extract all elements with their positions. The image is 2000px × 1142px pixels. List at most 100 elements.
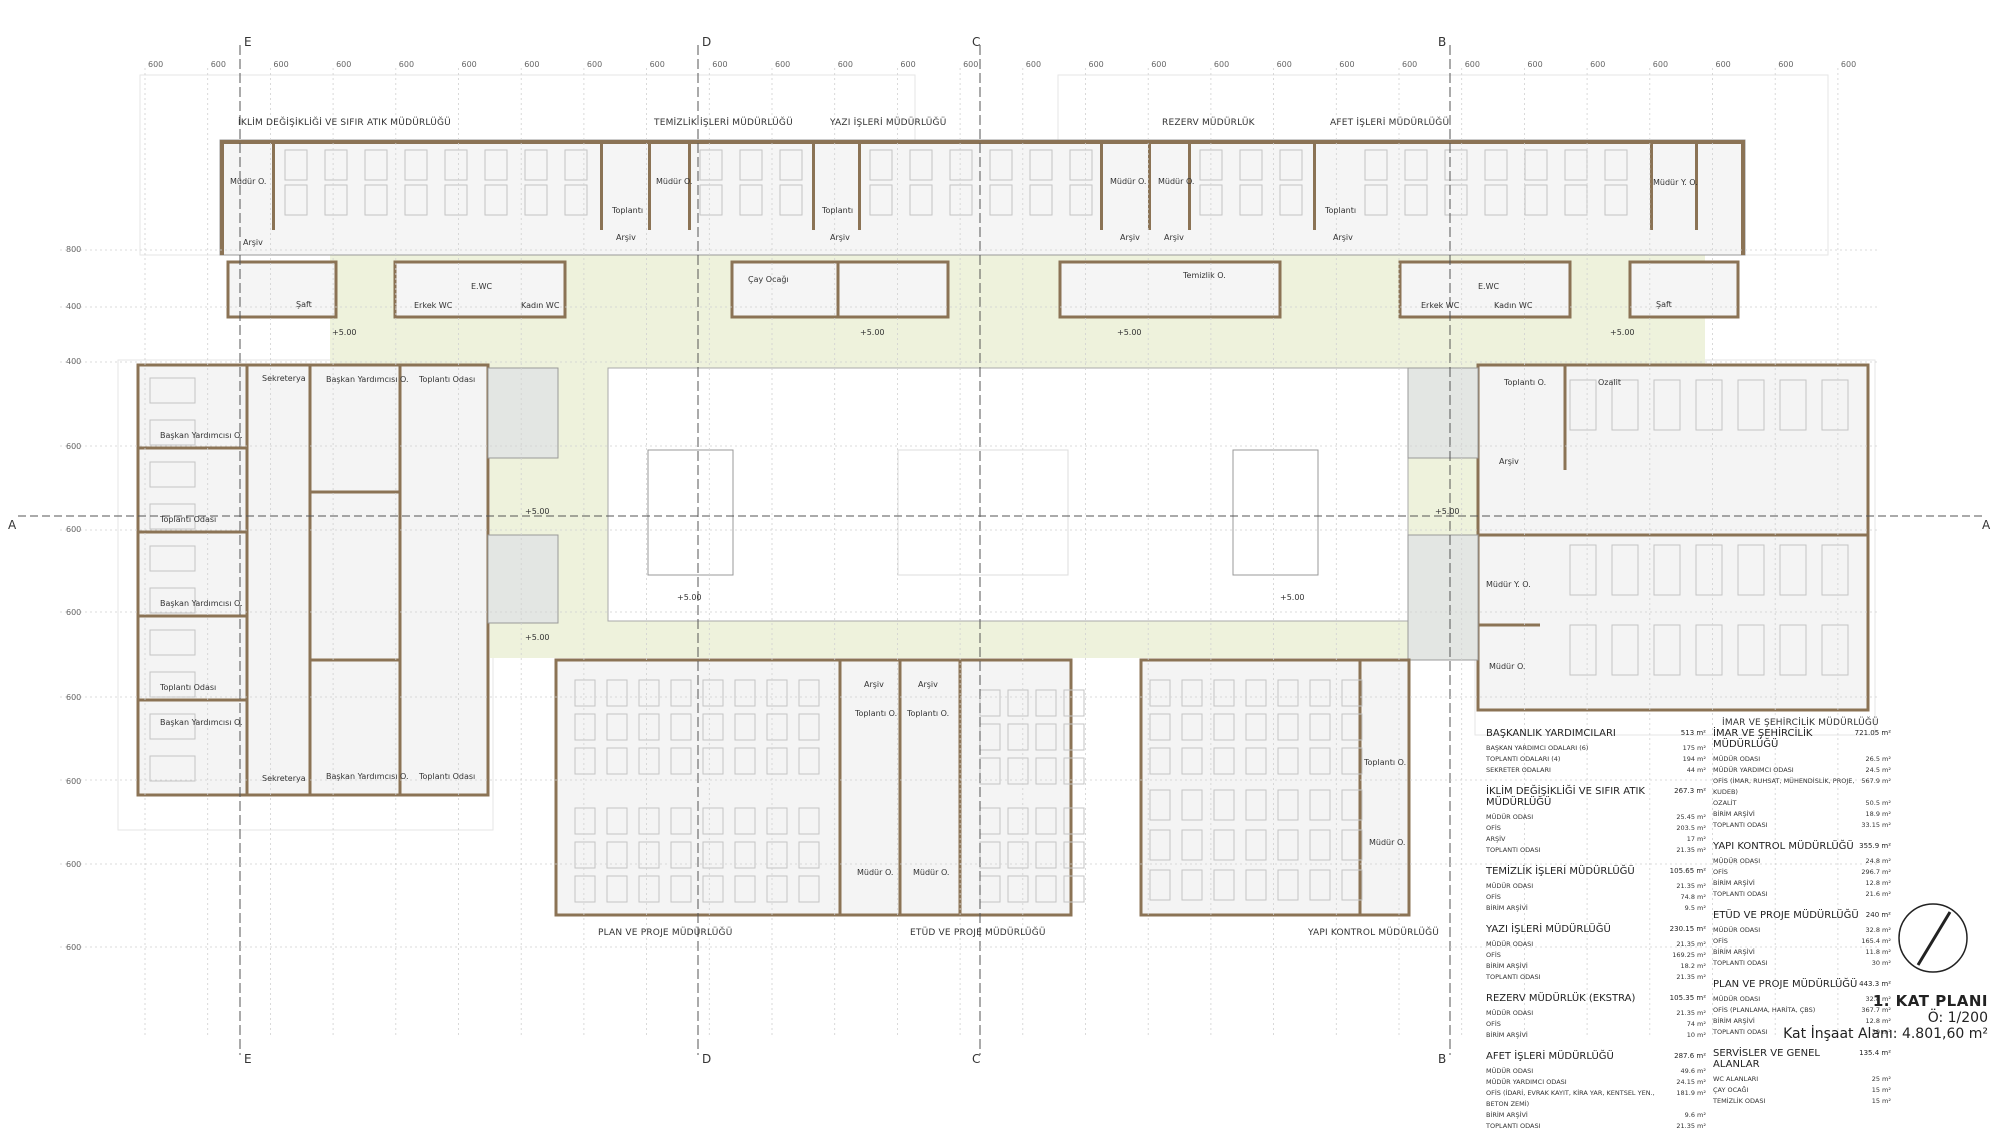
desk xyxy=(1364,149,1388,181)
east-wing xyxy=(1407,363,1870,712)
desk xyxy=(1069,149,1093,181)
room-label: Toplantı Odası xyxy=(419,375,476,384)
desk xyxy=(766,807,788,835)
desk xyxy=(1611,379,1639,431)
desk xyxy=(1737,624,1765,676)
desk xyxy=(699,184,723,216)
desk xyxy=(1484,149,1508,181)
legend-row-label: MÜDÜR ODASI xyxy=(1486,1009,1534,1017)
axis-label-e-top: E xyxy=(244,35,252,49)
desk xyxy=(524,149,548,181)
legend-group-total: 721.05 m² xyxy=(1854,729,1891,737)
room-label: Müdür O. xyxy=(1110,177,1147,186)
desk xyxy=(869,184,893,216)
top-dim: 600 xyxy=(1840,60,1857,69)
desk xyxy=(766,713,788,741)
desk xyxy=(1035,807,1057,835)
desk xyxy=(1245,829,1267,861)
legend-row-label: SEKRETER ODALARI xyxy=(1486,766,1551,774)
desk xyxy=(1063,689,1085,717)
axis-label-d-top: D xyxy=(702,35,712,49)
title-block: 1. KAT PLANI Ö: 1/200 Kat İnşaat Alanı: … xyxy=(1783,992,1988,1042)
drawing-scale: Ö: 1/200 xyxy=(1927,1010,1988,1026)
desk xyxy=(1035,757,1057,785)
desk xyxy=(606,747,628,775)
desk xyxy=(1341,789,1363,821)
legend-group: İKLİM DEĞİŞİKLİĞİ VE SIFIR ATIK MÜDÜRLÜĞ… xyxy=(1486,786,1706,856)
desk xyxy=(364,184,388,216)
desk xyxy=(1277,789,1299,821)
legend-row-label: MÜDÜR ODASI xyxy=(1713,755,1761,763)
desk xyxy=(949,149,973,181)
room-label: Arşiv xyxy=(1164,233,1184,242)
legend-row-value: 12.8 m² xyxy=(1865,879,1891,887)
desk xyxy=(1484,184,1508,216)
legend-row: OFİS (PLANLAMA, HARİTA, ÇBS)367.7 m² xyxy=(1713,1005,1891,1016)
desk xyxy=(869,149,893,181)
desk xyxy=(1341,679,1363,707)
desk xyxy=(1007,757,1029,785)
top-dim: 600 xyxy=(210,60,226,69)
desk xyxy=(149,545,196,572)
room-label: E.WC xyxy=(471,282,493,291)
legend-row: BAŞKAN YARDIMCI ODALARI (6)175 m² xyxy=(1486,743,1706,754)
desk xyxy=(606,875,628,903)
desk xyxy=(574,807,596,835)
legend-row-value: 24.15 m² xyxy=(1676,1078,1706,1086)
axis-label-c-bottom: C xyxy=(972,1052,981,1066)
desk-furniture xyxy=(149,149,1849,903)
desk xyxy=(670,841,692,869)
room-label: Müdür O. xyxy=(1158,177,1195,186)
legend-row-value: 25 m² xyxy=(1871,1075,1891,1083)
desk xyxy=(1063,841,1085,869)
desk xyxy=(1779,624,1807,676)
desk xyxy=(670,747,692,775)
room-label: Toplantı Odası xyxy=(160,515,217,524)
desk xyxy=(1341,713,1363,741)
legend-row-value: 175 m² xyxy=(1682,744,1706,752)
top-dim: 600 xyxy=(1527,60,1543,69)
grid-lines xyxy=(60,68,1880,1035)
legend-row-label: OFİS (İMAR, RUHSAT, MÜHENDİSLİK, PROJE, … xyxy=(1713,777,1855,796)
desk xyxy=(1181,747,1203,775)
legend-row-label: WC ALANLARI xyxy=(1713,1075,1759,1083)
legend-row-label: OFİS xyxy=(1486,824,1501,832)
axis-label-d-bottom: D xyxy=(702,1052,712,1066)
legend-group-title: ETÜD VE PROJE MÜDÜRLÜĞÜ xyxy=(1713,910,1859,921)
desk xyxy=(1569,624,1597,676)
room-label: Müdür O. xyxy=(656,177,693,186)
legend-row-label: BİRİM ARŞİVİ xyxy=(1486,962,1528,970)
room-label: Başkan Yardımcısı O. xyxy=(160,718,243,727)
axis-label-b-top: B xyxy=(1438,35,1447,49)
top-dim: 600 xyxy=(649,60,665,69)
desk xyxy=(1239,184,1263,216)
desk xyxy=(638,713,660,741)
legend-row-label: BİRİM ARŞİVİ xyxy=(1713,810,1755,818)
legend-group-header: REZERV MÜDÜRLÜK (EKSTRA)105.35 m² xyxy=(1486,993,1706,1004)
desk xyxy=(638,807,660,835)
desk xyxy=(1063,723,1085,751)
left-dim: 600 xyxy=(66,943,82,952)
desk xyxy=(766,679,788,707)
desk xyxy=(564,149,588,181)
legend-group-total: 230.15 m² xyxy=(1669,925,1706,933)
top-dim: 600 xyxy=(273,60,289,69)
legend-row-value: 24.5 m² xyxy=(1865,766,1891,774)
legend-group-title: PLAN VE PROJE MÜDÜRLÜĞÜ xyxy=(1713,979,1858,990)
